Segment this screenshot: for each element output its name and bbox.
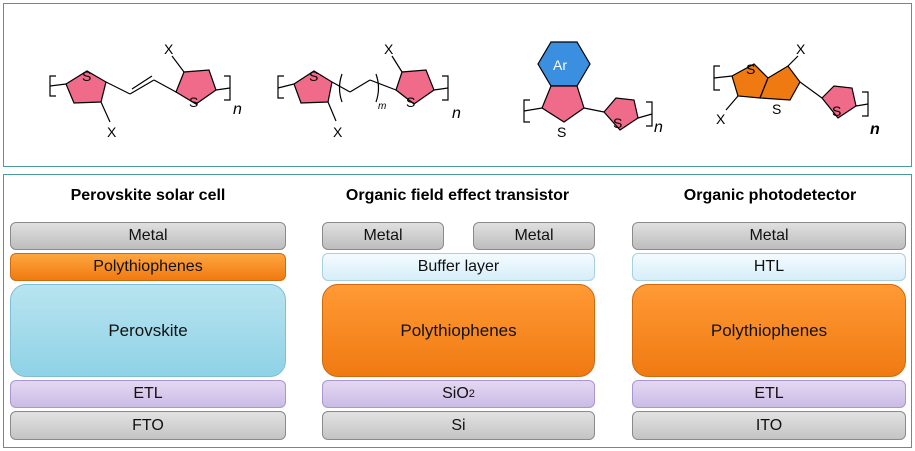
structures-panel: S X S X n S X m	[3, 3, 912, 167]
layer-metal: Metal	[632, 222, 906, 250]
fused-thiophene-ring	[759, 65, 801, 101]
polythiophene-structures: S X S X n S X m	[49, 41, 880, 140]
layer-metal: Metal	[10, 222, 286, 250]
layer-polythiophenes: Polythiophenes	[632, 284, 906, 377]
thiophene-ring	[175, 69, 217, 105]
layer-htl: HTL	[632, 253, 906, 281]
layer-fto: FTO	[10, 411, 286, 440]
substituent-x-label: X	[164, 41, 174, 57]
repeat-n-label: n	[654, 119, 663, 136]
layer-ito: ITO	[632, 411, 906, 440]
structure-2: S X m S X n	[277, 41, 461, 140]
substituent-x-label: X	[796, 41, 806, 57]
sulfur-label: S	[406, 94, 415, 110]
substituent-x-label: X	[716, 111, 726, 127]
column-title-organic-photodetector: Organic photodetector	[683, 187, 857, 204]
sulfur-label: S	[309, 68, 318, 84]
sulfur-label: S	[82, 68, 91, 84]
structure-1: S X S X n	[49, 41, 242, 140]
column-title-ofet: Organic field effect transistor	[345, 187, 570, 204]
thiophene-ring	[541, 85, 585, 123]
thiophene-ring	[603, 97, 639, 131]
sulfur-label: S	[613, 115, 622, 131]
sulfur-label: S	[557, 124, 566, 140]
layer-etl: ETL	[10, 380, 286, 408]
structure-3: Ar S S n	[523, 41, 663, 140]
sulfur-label: S	[746, 61, 755, 77]
layer-polythiophenes: Polythiophenes	[10, 253, 286, 281]
substituent-x-label: X	[107, 124, 117, 140]
layer-buffer: Buffer layer	[322, 253, 595, 281]
repeat-m-label: m	[378, 101, 386, 112]
layer-polythiophenes: Polythiophenes	[322, 284, 595, 377]
sio2-label: SiO	[442, 385, 469, 402]
layer-metal-source: Metal	[322, 222, 444, 250]
repeat-n-label: n	[233, 101, 242, 118]
substituent-x-label: X	[333, 124, 343, 140]
layer-metal-drain: Metal	[473, 222, 595, 250]
aryl-label: Ar	[553, 57, 567, 73]
sulfur-label: S	[189, 94, 198, 110]
layer-si: Si	[322, 411, 595, 440]
sio2-subscript: 2	[468, 388, 475, 400]
repeat-n-label: n	[870, 121, 880, 138]
layer-perovskite: Perovskite	[10, 284, 286, 377]
sulfur-label: S	[772, 101, 781, 117]
thiophene-ring	[293, 70, 333, 104]
sulfur-label: S	[832, 103, 841, 119]
column-title-perovskite-solar-cell: Perovskite solar cell	[70, 187, 226, 204]
structure-4: S S X X S n	[713, 41, 880, 138]
repeat-n-label: n	[452, 105, 461, 122]
thiophene-ring	[395, 69, 435, 105]
thiophene-ring	[65, 70, 107, 104]
thiophene-ring	[821, 85, 857, 119]
layer-etl: ETL	[632, 380, 906, 408]
substituent-x-label: X	[384, 41, 394, 57]
